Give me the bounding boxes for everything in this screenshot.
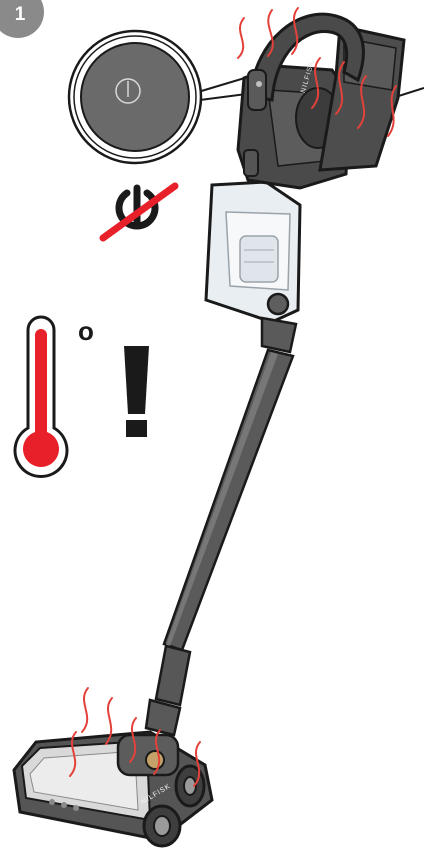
step-number: 1 — [10, 4, 30, 26]
floor-head — [14, 732, 212, 846]
vacuum-cleaner — [14, 14, 404, 846]
dust-container — [206, 182, 300, 322]
warning-exclamation-icon — [124, 346, 149, 437]
no-power-icon — [103, 186, 175, 238]
power-button-icon — [69, 31, 201, 163]
thermometer-icon — [15, 317, 67, 477]
degree-symbol: o — [78, 316, 94, 347]
